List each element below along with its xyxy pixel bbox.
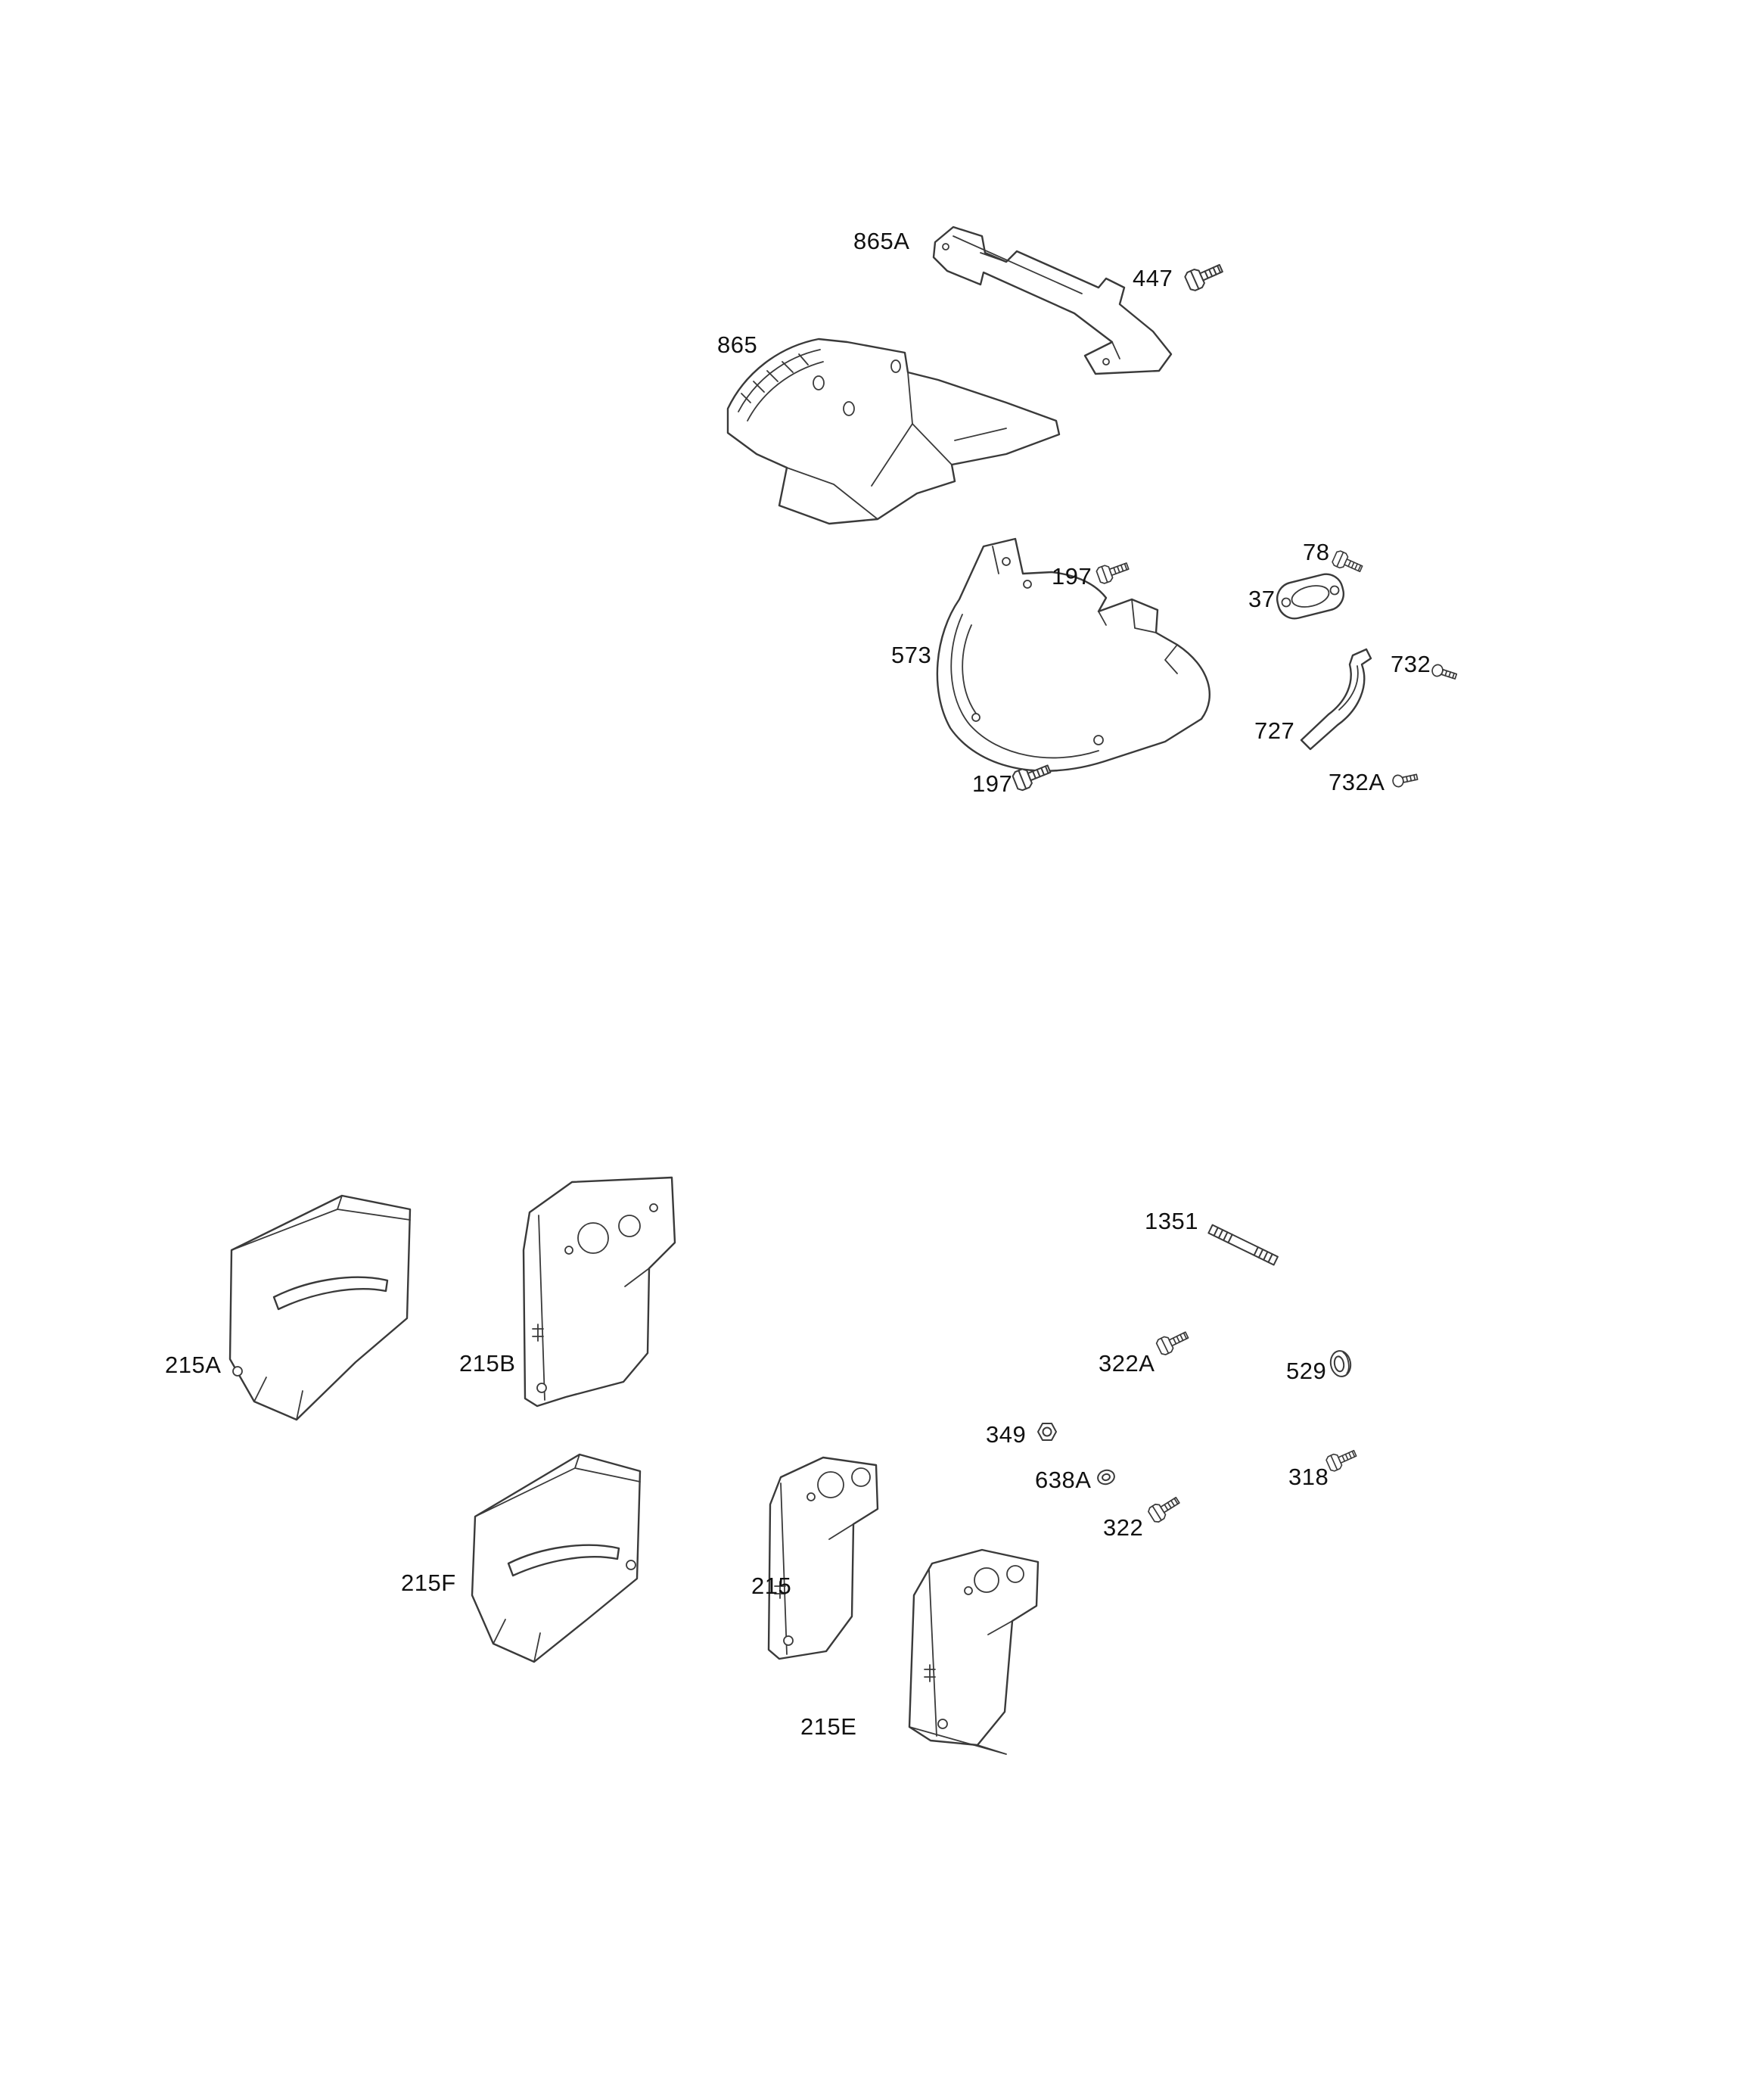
part-215A-drawing — [228, 1194, 412, 1421]
part-865A-drawing — [932, 226, 1173, 375]
part-label-215A: 215A — [165, 1352, 222, 1378]
part-322-bolt-icon — [1146, 1492, 1183, 1525]
part-label-865: 865 — [717, 331, 758, 358]
part-37-gasket-drawing — [1276, 573, 1345, 620]
part-638A-washer-icon — [1097, 1469, 1115, 1486]
part-label-78: 78 — [1303, 539, 1330, 565]
part-label-732: 732 — [1391, 651, 1431, 677]
part-label-215: 215 — [751, 1573, 792, 1599]
part-529-grommet-icon — [1329, 1350, 1352, 1377]
part-318-screw-icon — [1324, 1445, 1360, 1473]
part-label-215E: 215E — [800, 1713, 857, 1740]
part-label-197-lower: 197 — [972, 770, 1013, 797]
part-732-screw-icon — [1430, 662, 1459, 683]
part-label-727: 727 — [1254, 717, 1295, 744]
part-label-447: 447 — [1133, 265, 1173, 291]
part-727-drawing — [1300, 648, 1372, 751]
part-865-drawing — [726, 338, 1061, 525]
part-215-drawing — [767, 1456, 879, 1660]
part-label-322: 322 — [1103, 1514, 1144, 1541]
part-label-865A: 865A — [853, 228, 910, 254]
part-322A-bolt-icon — [1155, 1327, 1192, 1357]
part-label-732A: 732A — [1329, 769, 1385, 795]
part-label-638A: 638A — [1035, 1467, 1092, 1493]
part-215F-drawing — [471, 1453, 642, 1663]
part-label-1351: 1351 — [1145, 1208, 1198, 1234]
part-label-318: 318 — [1288, 1464, 1329, 1490]
part-732A-screw-icon — [1391, 770, 1419, 789]
part-label-215F: 215F — [401, 1570, 456, 1596]
part-1351-stud-icon — [1207, 1224, 1279, 1266]
part-label-573: 573 — [891, 642, 932, 668]
part-447-bolt-icon — [1183, 258, 1226, 293]
part-573-drawing — [936, 537, 1211, 772]
part-label-215B: 215B — [459, 1350, 516, 1377]
part-197-upper-bolt-icon — [1095, 557, 1131, 586]
part-215B-drawing — [522, 1176, 676, 1408]
part-label-529: 529 — [1286, 1358, 1327, 1384]
part-label-197-upper: 197 — [1052, 563, 1092, 590]
part-label-349: 349 — [986, 1421, 1027, 1448]
part-label-322A: 322A — [1099, 1350, 1155, 1377]
part-label-37: 37 — [1248, 586, 1276, 612]
part-349-nut-icon — [1037, 1423, 1057, 1441]
part-215E-drawing — [908, 1548, 1040, 1755]
part-78-bolt-icon — [1330, 549, 1366, 577]
